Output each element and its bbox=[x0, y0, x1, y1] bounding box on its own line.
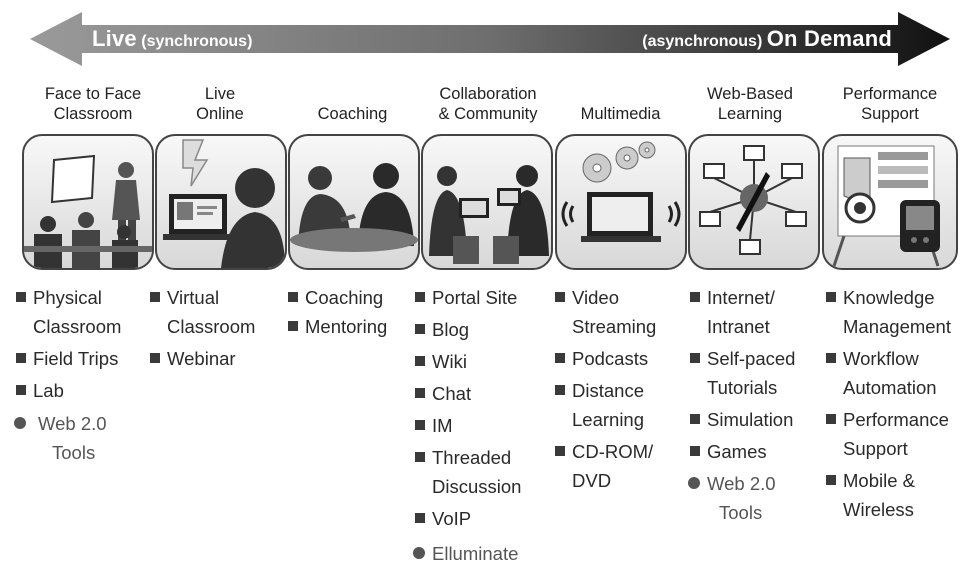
list-item-cd-rom-dvd: CD-ROM/DVD bbox=[553, 437, 656, 495]
list-item-blog: Blog bbox=[413, 315, 521, 344]
list-item-wiki: Wiki bbox=[413, 347, 521, 376]
community-scene-icon bbox=[421, 134, 553, 270]
list-coaching: Coaching Mentoring bbox=[286, 283, 387, 341]
list-item-podcasts: Podcasts bbox=[553, 344, 656, 373]
list-item-voip: VoIP bbox=[413, 504, 521, 533]
list-item-elluminate: Elluminate bbox=[413, 539, 521, 568]
list-item-games: Games bbox=[688, 437, 795, 466]
network-scene-icon bbox=[688, 134, 820, 270]
multimedia-scene-icon bbox=[555, 134, 687, 270]
list-item-portal-site: Portal Site bbox=[413, 283, 521, 312]
list-item-chat: Chat bbox=[413, 379, 521, 408]
classroom-scene-icon bbox=[22, 134, 154, 270]
on-demand-label: (asynchronous) On Demand bbox=[642, 26, 892, 51]
list-item-field-trips: Field Trips bbox=[14, 344, 121, 373]
list-item-simulation: Simulation bbox=[688, 405, 795, 434]
live-label: Live (synchronous) bbox=[92, 26, 253, 51]
live-online-scene-icon bbox=[155, 134, 287, 270]
list-item-internet-intranet: Internet/Intranet bbox=[688, 283, 795, 341]
coaching-scene-icon bbox=[288, 134, 420, 270]
list-item-webinar: Webinar bbox=[148, 344, 255, 373]
spectrum-arrow bbox=[30, 12, 950, 66]
list-item-mobile-wireless: Mobile &Wireless bbox=[824, 466, 951, 524]
list-item-coaching: Coaching bbox=[286, 283, 387, 312]
list-item-mentoring: Mentoring bbox=[286, 312, 387, 341]
performance-support-scene-icon bbox=[822, 134, 958, 270]
list-item-lab: Lab bbox=[14, 376, 121, 405]
list-item-im: IM bbox=[413, 411, 521, 440]
